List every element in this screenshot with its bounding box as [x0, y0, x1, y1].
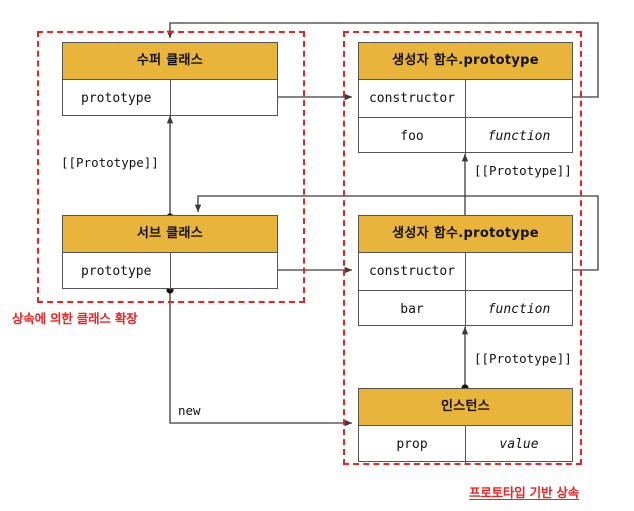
cell-key: bar [359, 291, 466, 328]
box-sub-prototype[interactable]: 생성자 함수.prototype constructor bar functio… [358, 215, 573, 328]
caption-prototype-inheritance: 프로토타입 기반 상속 [469, 485, 580, 500]
table-row: constructor [359, 80, 572, 118]
cell-key: prop [359, 426, 466, 463]
box-instance-title: 인스턴스 [359, 389, 572, 426]
edge-label-prototype-upper-right: [[Prototype]] [472, 163, 574, 178]
cell-key: foo [359, 118, 466, 155]
cell-key: prototype [63, 253, 171, 290]
class-extension-region [37, 31, 305, 303]
box-sub-class[interactable]: 서브 클래스 prototype [62, 215, 278, 290]
cell-value: value [499, 437, 539, 452]
box-super-prototype-title: 생성자 함수.prototype [359, 43, 572, 80]
cell-key: constructor [359, 80, 466, 117]
box-sub-class-title: 서브 클래스 [63, 216, 277, 253]
cell-value-dot [466, 80, 572, 117]
cell-value: function [487, 129, 551, 144]
edge-label-prototype-left: [[Prototype]] [59, 155, 161, 170]
box-super-prototype[interactable]: 생성자 함수.prototype constructor foo functio… [358, 42, 573, 155]
table-row: constructor [359, 253, 572, 291]
box-super-class-title: 수퍼 클래스 [63, 43, 277, 80]
cell-key: constructor [359, 253, 466, 290]
cell-value-dot [171, 253, 278, 290]
prototype-inheritance-region [343, 31, 582, 465]
box-sub-prototype-title: 생성자 함수.prototype [359, 216, 572, 253]
cell-key: prototype [63, 80, 171, 117]
table-row: prototype [63, 253, 277, 290]
table-row: bar function [359, 291, 572, 328]
edge-label-new: new [176, 403, 203, 418]
box-super-class[interactable]: 수퍼 클래스 prototype [62, 42, 278, 117]
caption-class-extension: 상속에 의한 클래스 확장 [12, 311, 138, 326]
table-row: foo function [359, 118, 572, 155]
cell-value-dot [171, 80, 278, 117]
edge-label-prototype-lower-right: [[Prototype]] [472, 351, 574, 366]
cell-value: function [487, 302, 551, 317]
box-instance[interactable]: 인스턴스 prop value [358, 388, 573, 463]
table-row: prototype [63, 80, 277, 117]
cell-value-dot [466, 253, 572, 290]
table-row: prop value [359, 426, 572, 463]
